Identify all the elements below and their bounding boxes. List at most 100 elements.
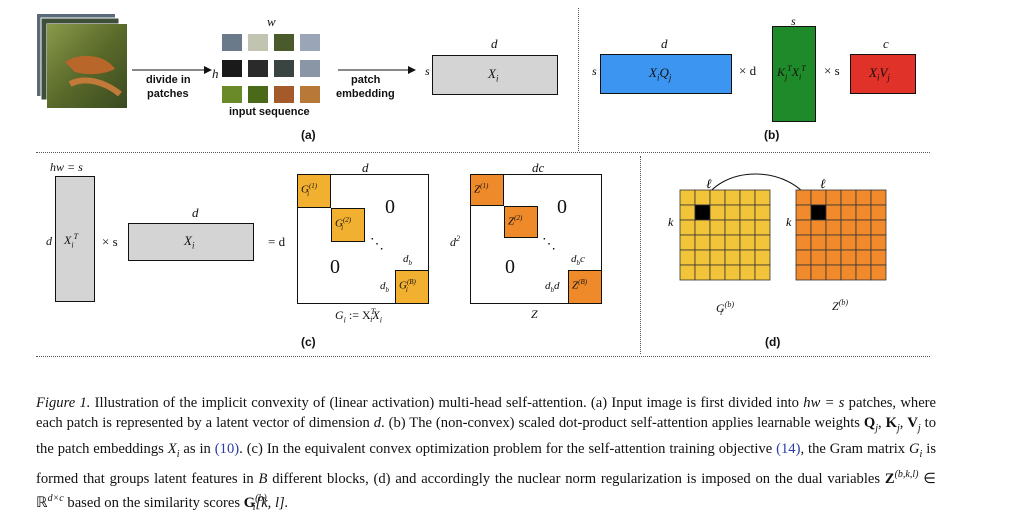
grid-cell bbox=[739, 189, 756, 206]
grid-cell bbox=[754, 204, 771, 221]
d-left-label: d bbox=[46, 234, 52, 248]
grid-cell bbox=[724, 264, 741, 281]
grid-cell bbox=[825, 249, 842, 266]
grid-cell bbox=[855, 234, 872, 251]
xq-label: XiQj bbox=[649, 65, 672, 83]
grid-cell bbox=[724, 219, 741, 236]
separator-c-d bbox=[640, 156, 641, 354]
panel-d-label: (d) bbox=[765, 335, 781, 349]
d-label-b: d bbox=[661, 36, 668, 51]
z-dc-top: dc bbox=[532, 160, 545, 175]
z-b-label: Z(b) bbox=[832, 298, 849, 313]
k-z: k bbox=[786, 215, 792, 229]
grid-cell bbox=[810, 234, 827, 251]
grid-cell bbox=[825, 204, 842, 221]
xi-embedding-box: Xi bbox=[432, 55, 558, 95]
snake-shape bbox=[65, 55, 115, 75]
grid-cell bbox=[855, 249, 872, 266]
grid-cell bbox=[810, 264, 827, 281]
patch-label-2: embedding bbox=[336, 88, 395, 100]
zero-upper-z: 0 bbox=[557, 196, 567, 218]
z2-block: Z(2) bbox=[504, 206, 538, 238]
xq-box: XiQj bbox=[600, 54, 732, 94]
s-label-a: s bbox=[425, 64, 430, 78]
grid-cell bbox=[825, 264, 842, 281]
grid-cell bbox=[855, 204, 872, 221]
z-grid bbox=[795, 189, 887, 281]
grid-cell bbox=[840, 234, 857, 251]
grid-cell bbox=[840, 219, 857, 236]
grid-cell bbox=[709, 189, 726, 206]
separator-top bbox=[578, 8, 579, 151]
zero-lower-z: 0 bbox=[505, 256, 515, 278]
dots-z: ⋱ bbox=[542, 237, 556, 252]
arrow-divide bbox=[132, 66, 212, 74]
grid-cell bbox=[739, 219, 756, 236]
xi-label: Xi bbox=[488, 66, 499, 84]
grid-cell bbox=[870, 264, 887, 281]
grid-cell bbox=[679, 219, 696, 236]
ref-14[interactable]: (14) bbox=[776, 440, 801, 457]
z-caption: Z bbox=[531, 307, 538, 321]
grid-cell bbox=[679, 264, 696, 281]
d2-label: d2 bbox=[450, 234, 460, 249]
grid-cell bbox=[855, 264, 872, 281]
selected-cell bbox=[694, 204, 711, 221]
grid-cell bbox=[825, 234, 842, 251]
z1-block: Z(1) bbox=[470, 174, 504, 206]
grid-cell bbox=[754, 264, 771, 281]
xv-box: XiVj bbox=[850, 54, 916, 94]
panel-b-label: (b) bbox=[764, 128, 780, 142]
separator-bottom bbox=[36, 356, 930, 357]
x2-box: Xi bbox=[128, 223, 254, 261]
ref-10[interactable]: (10) bbox=[214, 440, 240, 457]
selected-cell bbox=[810, 204, 827, 221]
grid-cell bbox=[855, 189, 872, 206]
grid-cell bbox=[709, 219, 726, 236]
patch-grid bbox=[222, 34, 320, 103]
db-left-g: db bbox=[380, 280, 389, 295]
arrow-embed bbox=[338, 66, 416, 74]
db-top-g: db bbox=[403, 253, 412, 268]
ell-z: ℓ bbox=[820, 176, 826, 191]
times-s-label: × s bbox=[824, 63, 840, 78]
grid-cell bbox=[709, 234, 726, 251]
divide-label-2: patches bbox=[147, 88, 189, 100]
grid-cell bbox=[739, 249, 756, 266]
k-g: k bbox=[668, 215, 674, 229]
grid-cell bbox=[739, 204, 756, 221]
grid-cell bbox=[694, 189, 711, 206]
hw-s-label: hw = s bbox=[50, 160, 83, 174]
grid-cell bbox=[825, 219, 842, 236]
grid-cell bbox=[679, 204, 696, 221]
grid-cell bbox=[739, 234, 756, 251]
s-label-b: s bbox=[592, 64, 597, 78]
grid-cell bbox=[870, 204, 887, 221]
grid-cell bbox=[795, 234, 812, 251]
d-top-c: d bbox=[192, 205, 199, 220]
input-sequence-label: input sequence bbox=[229, 106, 310, 118]
grid-cell bbox=[694, 264, 711, 281]
grid-cell bbox=[870, 219, 887, 236]
gram-caption: Gi := XTiXi bbox=[335, 307, 382, 325]
panel-a-label: (a) bbox=[301, 128, 316, 142]
zb-block: Z(B) bbox=[568, 270, 602, 304]
grid-cell bbox=[724, 204, 741, 221]
x2-label: Xi bbox=[184, 233, 195, 251]
grid-cell bbox=[795, 204, 812, 221]
ell-g: ℓ bbox=[706, 176, 712, 191]
grid-cell bbox=[754, 219, 771, 236]
grid-cell bbox=[795, 219, 812, 236]
g-b-label: G(b)i bbox=[716, 300, 734, 318]
gb-block: G(B)i bbox=[395, 270, 429, 304]
grid-cell bbox=[754, 249, 771, 266]
grid-cell bbox=[724, 234, 741, 251]
grid-cell bbox=[795, 189, 812, 206]
kx-label: KjTXiT bbox=[777, 64, 806, 82]
grid-cell bbox=[855, 219, 872, 236]
grid-cell bbox=[679, 189, 696, 206]
grid-cell bbox=[840, 249, 857, 266]
g2-block: G(2)i bbox=[331, 208, 365, 242]
g1-block: G(1)i bbox=[297, 174, 331, 208]
grid-cell bbox=[694, 219, 711, 236]
